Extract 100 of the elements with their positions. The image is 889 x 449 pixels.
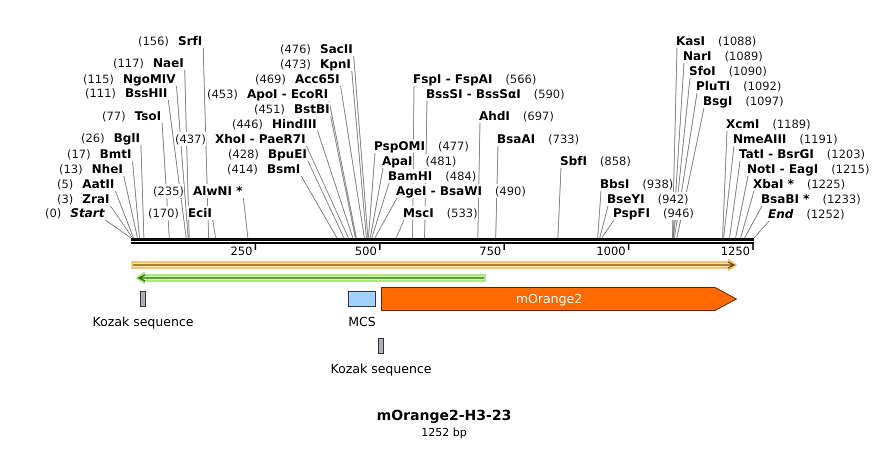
leader-line xyxy=(597,190,602,238)
cut-position: (942) xyxy=(658,192,689,206)
leader-line xyxy=(105,220,132,238)
enzyme-name: HindIII xyxy=(272,117,317,131)
enzyme-name: EciI xyxy=(188,206,212,220)
scale-number: 1000 xyxy=(596,244,626,258)
cut-position: (1097) xyxy=(745,94,784,108)
leader-line xyxy=(396,220,404,238)
enzyme-name: End xyxy=(768,207,794,221)
cut-position: (170) xyxy=(148,206,179,220)
leader-line xyxy=(754,220,770,238)
enzyme-name: BsaBI * xyxy=(761,192,810,206)
cut-position: (1215) xyxy=(831,162,870,176)
cut-position: (473) xyxy=(280,57,311,71)
enzyme-name: SbfI xyxy=(560,154,587,168)
enzyme-name: AhdI xyxy=(479,109,510,123)
cut-position: (484) xyxy=(445,169,476,183)
cut-position: (115) xyxy=(83,72,114,86)
feature-label: Kozak sequence xyxy=(92,314,194,329)
cut-position: (111) xyxy=(85,86,116,100)
leader-line xyxy=(176,86,189,238)
cut-position: (235) xyxy=(153,184,184,198)
cut-position: (469) xyxy=(255,72,286,86)
enzyme-name: BbsI xyxy=(600,177,630,191)
cut-position: (1090) xyxy=(728,64,767,78)
sequence-backbone xyxy=(131,238,754,242)
enzyme-name: NheI xyxy=(92,162,123,176)
enzyme-name: BglI xyxy=(114,131,140,145)
enzyme-name: BmtI xyxy=(100,147,132,161)
sequence-length: 1252 bp xyxy=(421,426,467,439)
enzyme-name: BsaAI xyxy=(497,132,536,146)
cut-position: (5) xyxy=(57,177,74,191)
cut-position: (533) xyxy=(446,206,478,220)
enzyme-name: BamHI xyxy=(388,169,432,183)
leader-line xyxy=(110,206,133,238)
cut-position: (697) xyxy=(522,109,554,123)
enzyme-name: TatI - BsrGI xyxy=(739,147,814,161)
enzyme-name: Acc65I xyxy=(294,72,340,86)
cut-position: (437) xyxy=(175,132,206,146)
enzyme-name: AatII xyxy=(82,177,114,191)
leader-line xyxy=(558,168,562,238)
enzyme-name: NotI - EagI xyxy=(747,162,818,176)
cut-position: (481) xyxy=(425,154,456,168)
enzyme-name: TsoI xyxy=(134,109,162,123)
enzyme-name: NaeI xyxy=(152,56,184,70)
scale-number: 1250 xyxy=(720,244,750,258)
feature-label: Kozak sequence xyxy=(330,361,432,376)
leader-line xyxy=(184,70,190,238)
leader-line xyxy=(477,122,480,238)
leader-line xyxy=(723,146,734,238)
leader-line xyxy=(368,152,376,238)
enzyme-name: Start xyxy=(70,206,104,220)
cut-position: (3) xyxy=(57,192,74,206)
enzyme-name: FspI - FspAI xyxy=(413,72,492,86)
leader-line xyxy=(340,86,365,238)
cut-position: (476) xyxy=(280,42,311,56)
enzyme-name: BsgI xyxy=(703,94,732,108)
cut-position: (1203) xyxy=(826,147,866,161)
cut-position: (0) xyxy=(45,206,62,220)
enzyme-name: SrfI xyxy=(178,34,202,48)
cut-position: (156) xyxy=(138,34,169,48)
cut-position: (414) xyxy=(227,162,258,176)
leader-line xyxy=(599,206,608,238)
sequence-feature xyxy=(131,259,737,271)
leader-line xyxy=(168,100,187,238)
enzyme-name: BseYI xyxy=(607,192,645,206)
leader-line xyxy=(243,198,248,238)
scale-number: 750 xyxy=(479,244,502,258)
leader-line xyxy=(371,182,390,238)
cut-position: (453) xyxy=(207,87,238,101)
leader-line xyxy=(328,100,357,238)
feature-label: MCS xyxy=(348,314,376,329)
leader-line xyxy=(123,176,138,238)
cut-position: (566) xyxy=(505,72,536,86)
cut-position: (858) xyxy=(600,154,631,168)
enzyme-name: PluTI xyxy=(696,79,730,93)
enzyme-name: NarI xyxy=(683,49,712,63)
enzyme-name: BssSI - BssSαI xyxy=(426,87,521,101)
scale-number: 250 xyxy=(230,244,252,258)
cut-position: (477) xyxy=(438,139,469,153)
cut-position: (1233) xyxy=(822,192,861,206)
cut-position: (1225) xyxy=(806,177,846,191)
leader-line xyxy=(601,220,614,238)
enzyme-name: SacII xyxy=(320,42,353,56)
cut-position: (13) xyxy=(59,162,83,176)
leader-line xyxy=(722,130,728,238)
leader-line xyxy=(744,206,762,238)
enzyme-name: XbaI * xyxy=(753,177,794,191)
enzyme-name: SfoI xyxy=(689,64,716,78)
feature-label: mOrange2 xyxy=(514,291,584,307)
enzyme-name: PspOMI xyxy=(374,139,425,153)
enzyme-name: KasI xyxy=(676,34,706,48)
cut-position: (946) xyxy=(662,206,694,220)
sequence-feature xyxy=(381,287,737,311)
leader-line xyxy=(735,176,748,238)
enzyme-name: NmeAIII xyxy=(733,132,786,146)
cut-position: (938) xyxy=(642,177,674,191)
cut-position: (26) xyxy=(81,131,105,145)
cut-position: (1191) xyxy=(799,132,838,146)
enzyme-name: ZraI xyxy=(82,192,110,206)
